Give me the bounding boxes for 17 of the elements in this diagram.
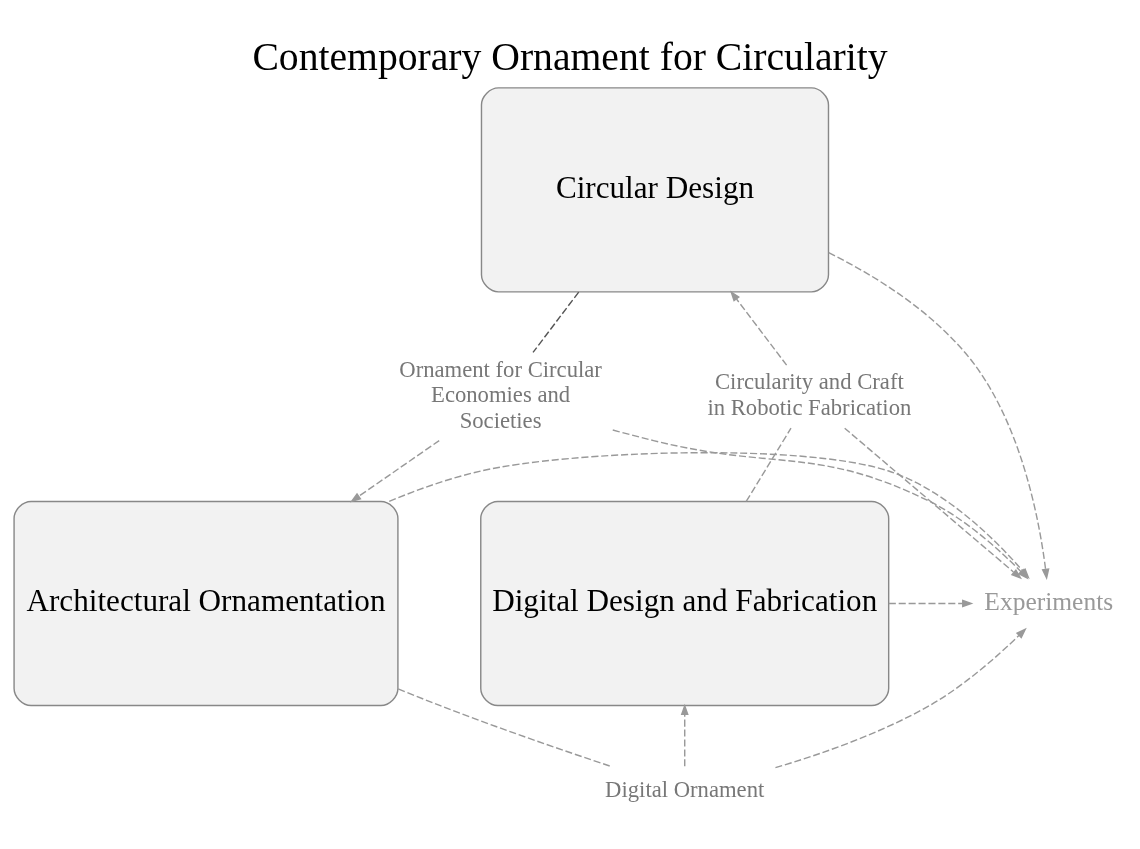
node-box: Circular Design xyxy=(480,86,830,293)
node-text: Experiments xyxy=(984,586,1114,616)
node-text: Digital Ornament xyxy=(605,776,765,802)
arrow xyxy=(680,703,689,767)
node-text: Ornament for Circular Economies and Societies xyxy=(399,356,602,433)
node-text: Circularity and Craft in Robotic Fabrication xyxy=(707,368,912,420)
arrow xyxy=(888,599,974,607)
arrow xyxy=(349,439,440,502)
node-box: Digital Design and Fabrication xyxy=(480,500,890,706)
connector xyxy=(532,290,580,353)
arrow xyxy=(729,289,788,366)
arrow xyxy=(844,427,1023,579)
arrow xyxy=(774,627,1027,768)
connector xyxy=(397,687,612,767)
connector xyxy=(745,427,792,502)
node-box: Architectural Ornamentation xyxy=(13,500,399,706)
diagram-title: Contemporary Ornament for Circularity xyxy=(252,34,888,79)
